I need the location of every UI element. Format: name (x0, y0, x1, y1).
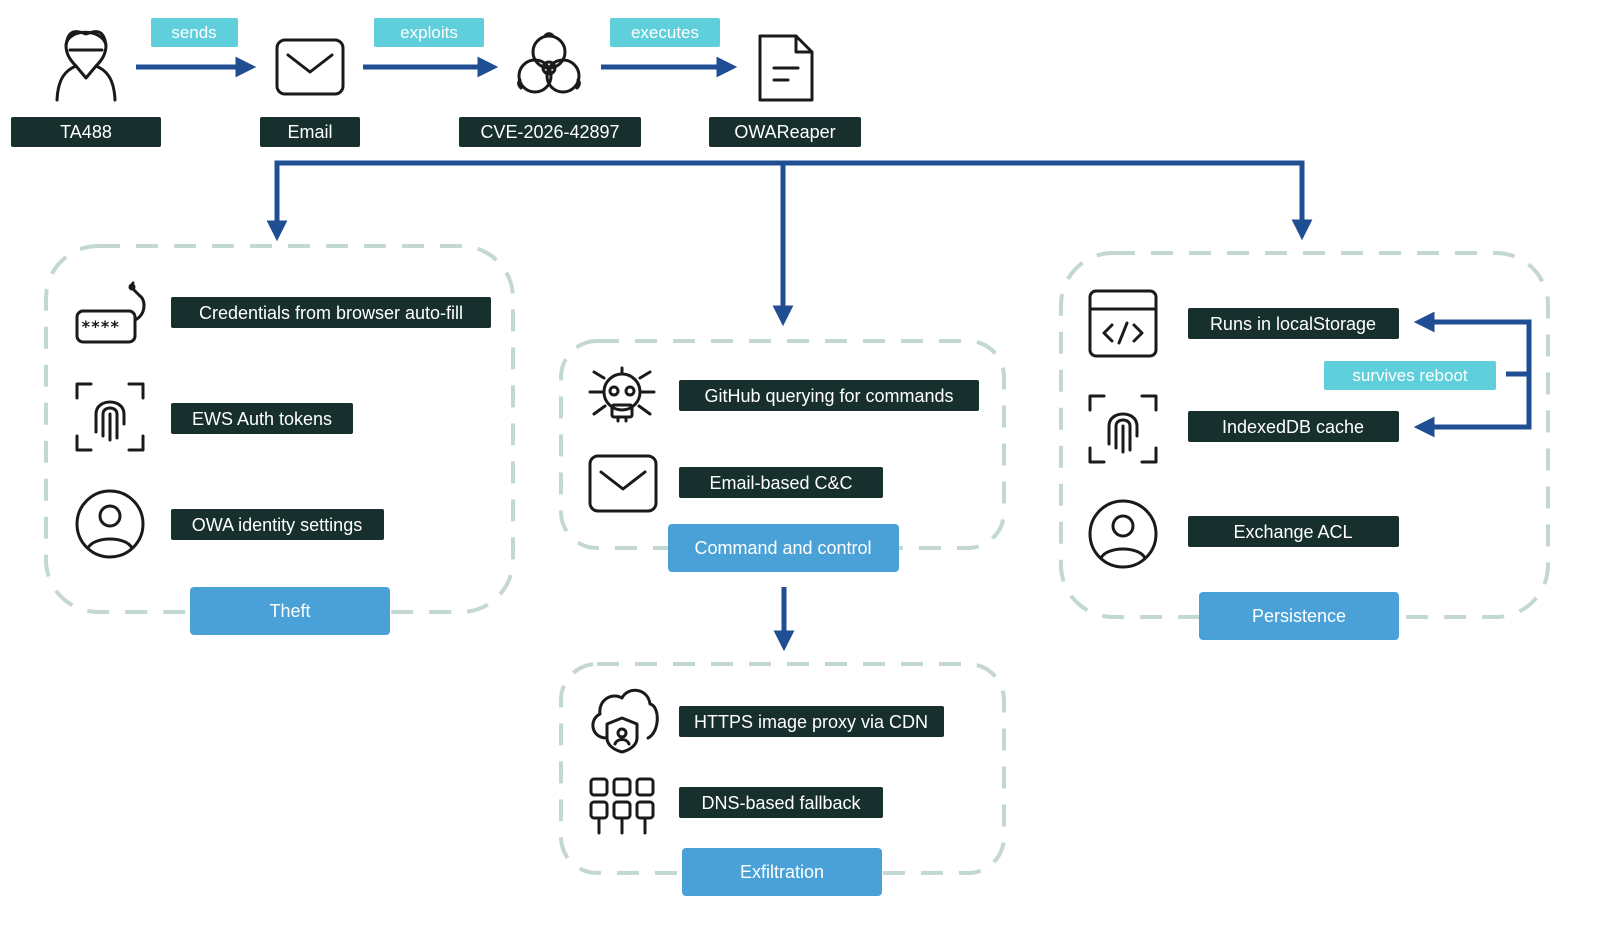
c2-group-title-text: Command and control (694, 538, 871, 558)
edge-label-survives-reboot: survives reboot (1324, 361, 1496, 390)
node-owareaper-label: OWAReaper (734, 122, 835, 142)
exfil-item-dns-label: DNS-based fallback (701, 793, 861, 813)
edge-label-survives-reboot-text: survives reboot (1352, 366, 1468, 385)
c2-item-github: GitHub querying for commands (679, 380, 979, 411)
theft-item-owa-identity: OWA identity settings (171, 509, 384, 540)
persist-item-exchange-acl: Exchange ACL (1188, 516, 1399, 547)
c2-item-email: Email-based C&C (679, 467, 883, 498)
theft-group-title-text: Theft (269, 601, 310, 621)
edge-label-executes: executes (610, 18, 720, 47)
theft-group-title: Theft (190, 587, 390, 635)
node-email: Email (260, 117, 360, 147)
edge-label-exploits: exploits (374, 18, 484, 47)
svg-text:****: **** (81, 317, 120, 336)
persist-item-localstorage: Runs in localStorage (1188, 308, 1399, 339)
exfil-item-dns: DNS-based fallback (679, 787, 883, 818)
skull-bug-icon (588, 366, 656, 423)
hooded-hacker-icon (55, 30, 117, 102)
document-icon (758, 34, 814, 102)
node-ta488-label: TA488 (60, 122, 112, 142)
user-circle-icon (1088, 499, 1158, 569)
arrows (136, 56, 1532, 652)
theft-item-owa-identity-label: OWA identity settings (192, 515, 362, 535)
cloud-shield-icon (591, 688, 659, 754)
persist-item-indexeddb-label: IndexedDB cache (1222, 417, 1364, 437)
node-owareaper: OWAReaper (709, 117, 861, 147)
exfil-item-https-label: HTTPS image proxy via CDN (694, 712, 928, 732)
node-cve: CVE-2026-42897 (459, 117, 641, 147)
branch-connector (274, 160, 1313, 241)
c2-item-email-label: Email-based C&C (709, 473, 852, 493)
theft-item-ews-label: EWS Auth tokens (192, 409, 332, 429)
edge-label-exploits-text: exploits (400, 23, 458, 42)
user-circle-icon (75, 489, 145, 559)
persist-item-localstorage-label: Runs in localStorage (1210, 314, 1376, 334)
node-email-label: Email (287, 122, 332, 142)
exfil-item-https: HTTPS image proxy via CDN (679, 706, 944, 737)
password-field-icon: **** (75, 281, 146, 344)
c2-group-title: Command and control (668, 524, 899, 572)
edge-label-executes-text: executes (631, 23, 699, 42)
node-ta488: TA488 (11, 117, 161, 147)
persistence-group-title-text: Persistence (1252, 606, 1346, 626)
code-window-icon (1088, 289, 1158, 358)
persist-item-indexeddb: IndexedDB cache (1188, 411, 1399, 442)
envelope-icon (275, 38, 345, 96)
arrow-persist-indexeddb (1413, 374, 1532, 438)
fingerprint-icon (1088, 394, 1158, 464)
exfiltration-group-border (559, 662, 1006, 875)
theft-item-credentials: Credentials from browser auto-fill (171, 297, 491, 328)
theft-item-credentials-label: Credentials from browser auto-fill (199, 303, 463, 323)
arrow-persist-localstorage (1413, 311, 1532, 374)
exfiltration-group-title-text: Exfiltration (740, 862, 824, 882)
c2-group-border (559, 339, 1006, 550)
c2-item-github-label: GitHub querying for commands (704, 386, 953, 406)
envelope-icon (588, 454, 658, 513)
persistence-group-title: Persistence (1199, 592, 1399, 640)
exfiltration-group-title: Exfiltration (682, 848, 882, 896)
fingerprint-icon (75, 382, 145, 452)
biohazard-icon (517, 32, 581, 94)
persist-item-exchange-acl-label: Exchange ACL (1233, 522, 1352, 542)
edge-label-sends: sends (151, 18, 238, 47)
edge-label-sends-text: sends (171, 23, 216, 42)
dns-grid-icon (589, 777, 655, 835)
theft-item-ews: EWS Auth tokens (171, 403, 353, 434)
node-cve-label: CVE-2026-42897 (480, 122, 619, 142)
